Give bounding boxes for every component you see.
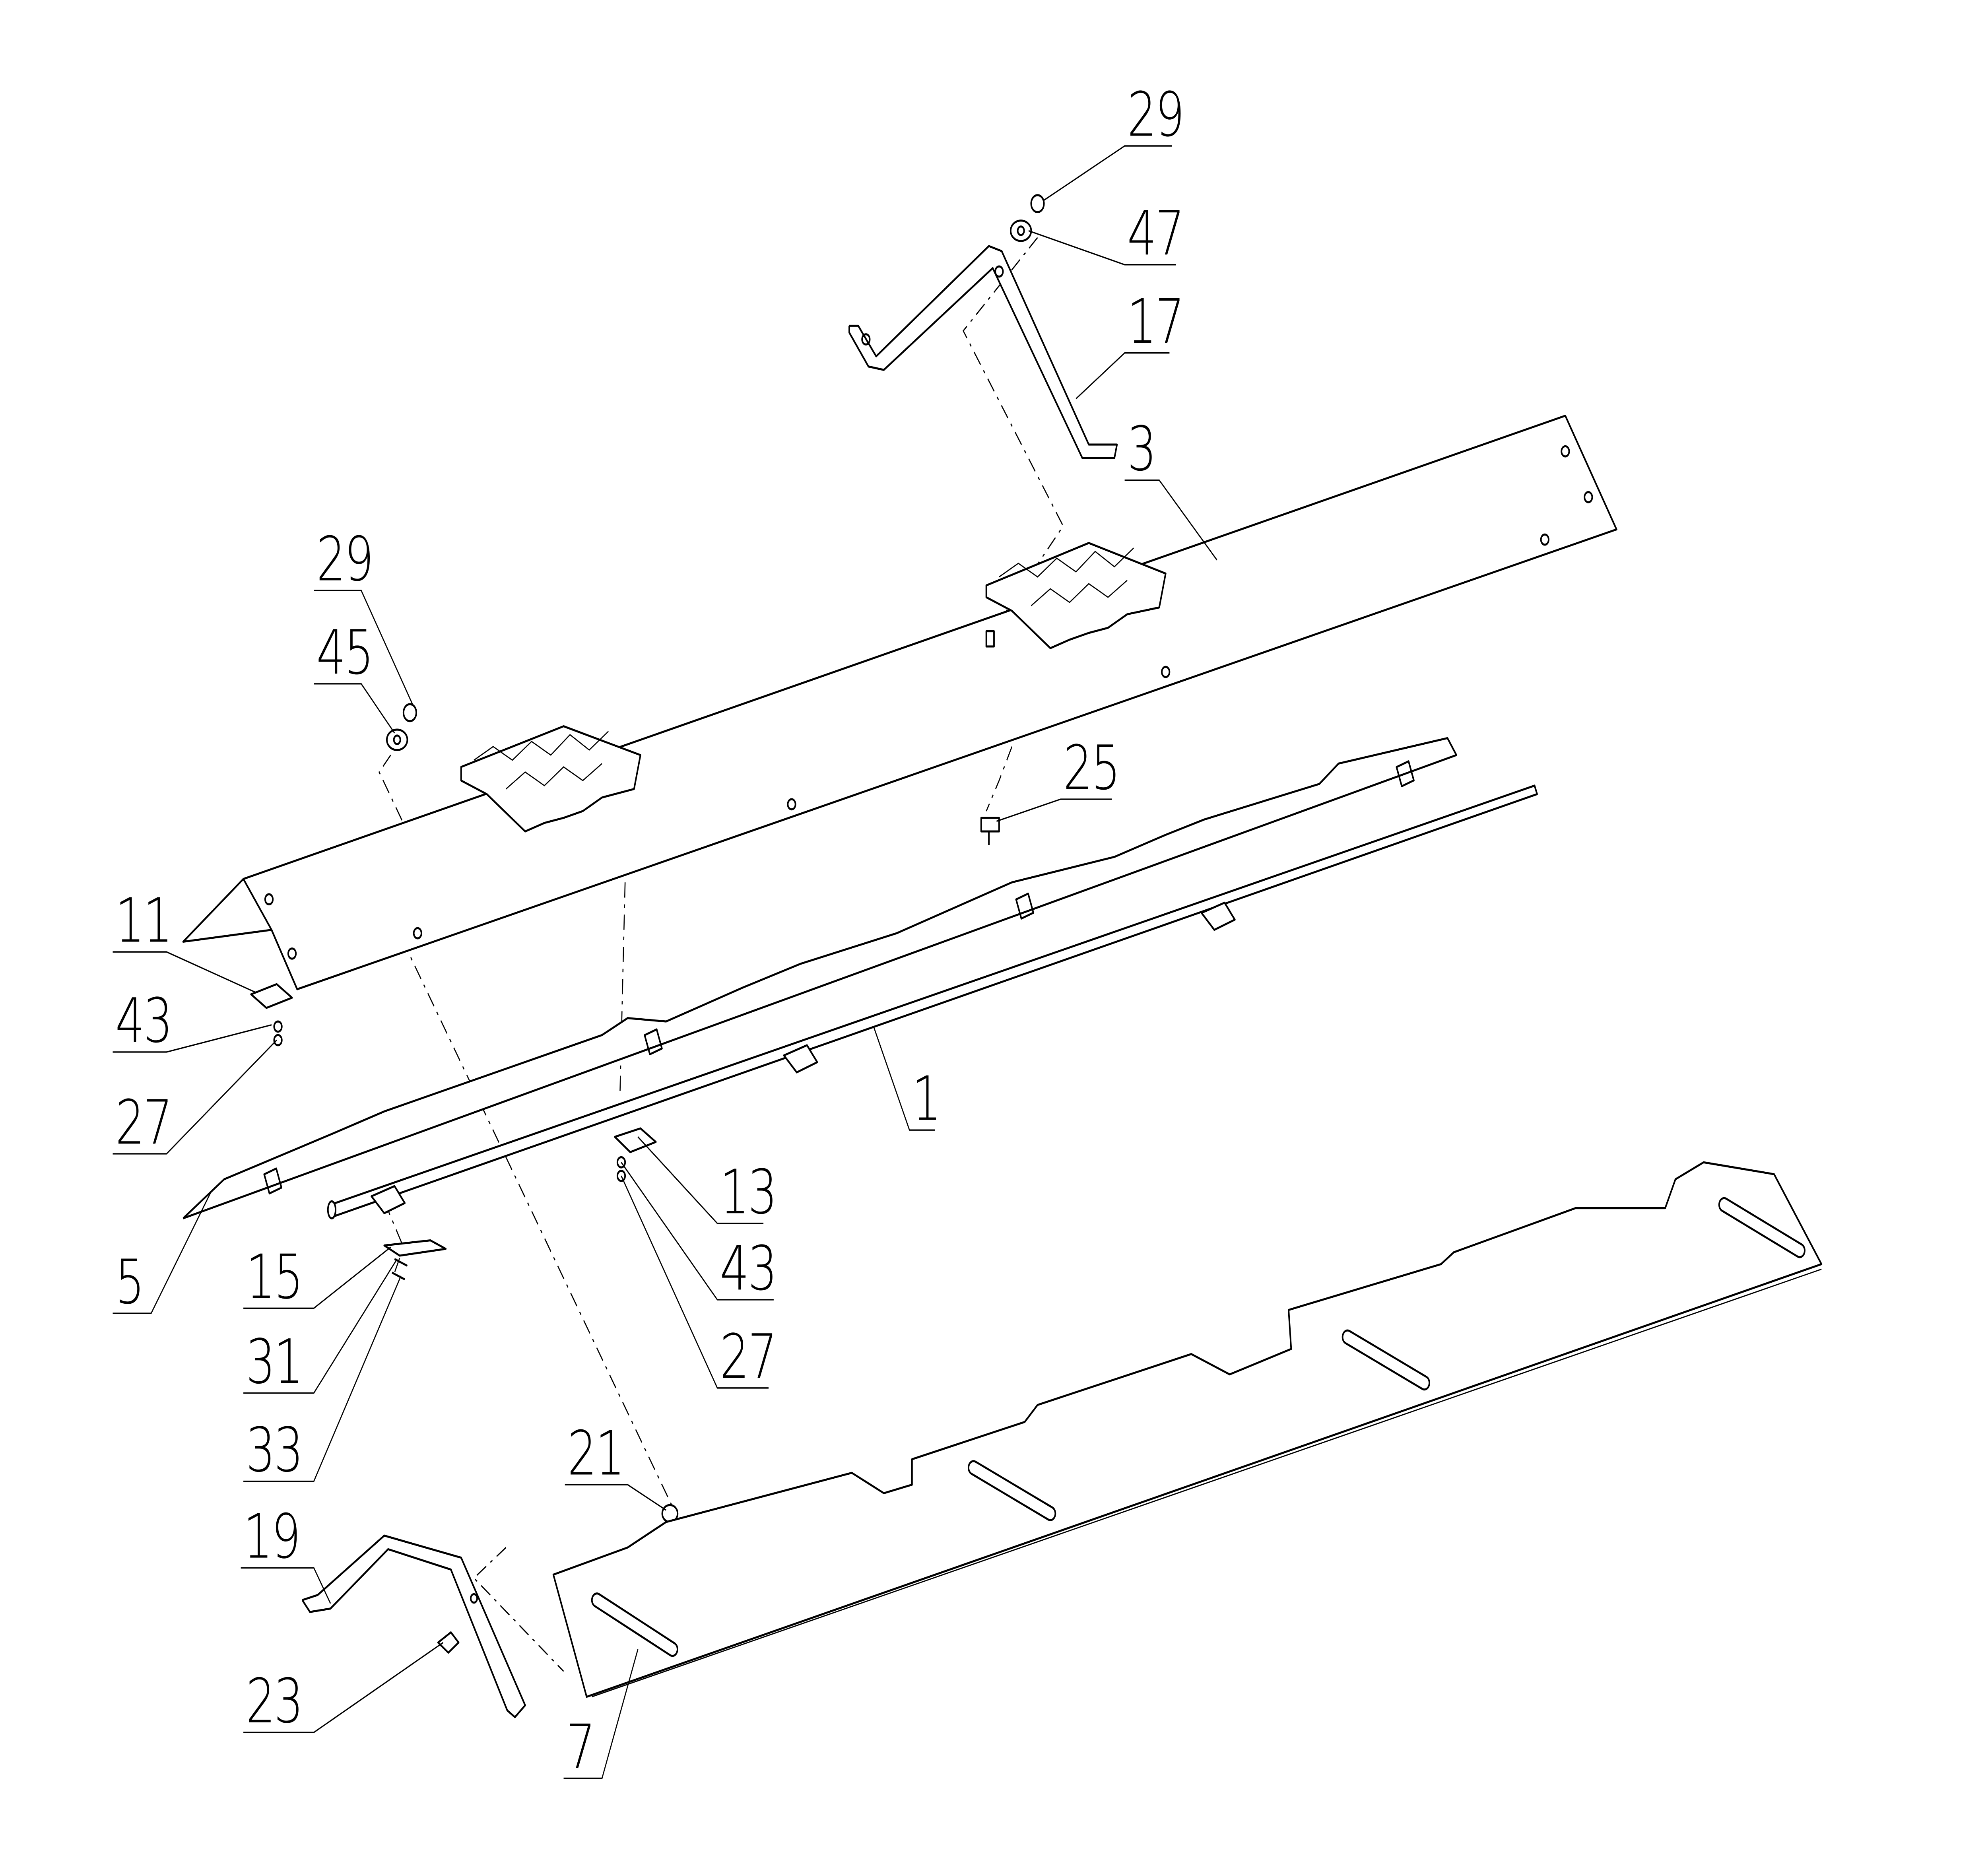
leader-line-19 [241,1567,331,1604]
fasteners [250,194,1045,1654]
callout-5: 5 [115,1247,144,1318]
part-3-angle-channel [182,414,1617,990]
rack-piece-left [460,725,641,833]
callout-47: 47 [1127,198,1183,269]
callout-27: 27 [720,1322,776,1392]
leader-line-31 [243,1258,398,1394]
leader-line-43 [621,1162,774,1301]
leader-line-45 [314,683,395,734]
leader-line-23 [243,1642,444,1733]
leader-line-25 [996,798,1112,822]
callout-27: 27 [115,1087,171,1158]
leader-line-21 [565,1484,666,1511]
callout-21: 21 [567,1418,623,1489]
callout-19: 19 [243,1502,299,1573]
callout-45: 45 [316,617,373,688]
callout-17: 17 [1127,287,1183,357]
leader-line-11 [113,951,256,994]
part-7-plate [552,1161,1823,1698]
leader-line-43 [113,1024,272,1053]
callout-43: 43 [720,1233,776,1304]
leader-line-17 [1076,352,1170,400]
callout-7: 7 [566,1712,594,1783]
slots [591,1197,1806,1657]
leader-line-7 [563,1649,639,1779]
leader-line-27 [621,1175,769,1389]
leader-line-29 [314,590,413,705]
callout-1: 1 [912,1064,940,1135]
callout-13: 13 [720,1157,776,1228]
callout-15: 15 [246,1242,302,1313]
leader-line-27 [113,1039,277,1155]
leader-lines [113,145,1217,1779]
callout-29: 29 [1127,80,1183,150]
callout-31: 31 [246,1327,302,1398]
leader-line-15 [243,1246,391,1309]
leader-line-5 [113,1190,212,1314]
callout-29: 29 [316,524,373,595]
leader-line-33 [243,1276,402,1482]
callout-43: 43 [115,986,171,1056]
callout-33: 33 [246,1415,302,1486]
callout-11: 11 [115,885,171,956]
callout-25: 25 [1063,733,1119,804]
callout-3: 3 [1127,414,1155,485]
leader-line-1 [873,1026,935,1131]
leader-line-13 [637,1136,764,1224]
leader-line-29 [1044,145,1172,201]
part-5-plate [182,737,1457,1219]
callout-23: 23 [246,1666,302,1737]
part-19-bracket [301,1534,526,1718]
part-1-rod [327,784,1538,1219]
leader-line-3 [1124,480,1217,561]
leader-line-47 [1028,230,1176,266]
part-17-bracket [848,245,1118,459]
rack-piece-right [985,542,1167,649]
